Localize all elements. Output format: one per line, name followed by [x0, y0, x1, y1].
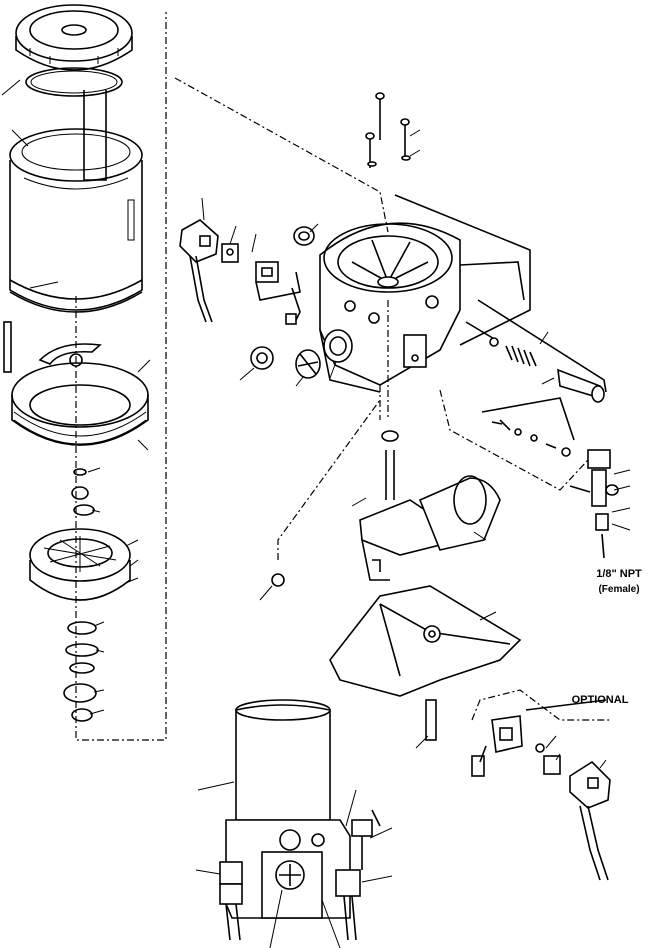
left-assembly-centerline [75, 12, 167, 741]
optional-kit-label: OPTIONAL [571, 694, 629, 706]
top-dashed-links [174, 77, 589, 560]
lower-seal-stack [63, 621, 99, 722]
follower-plate-assembly [11, 343, 149, 446]
dowel-pin [415, 699, 437, 749]
base-plate [329, 585, 522, 697]
pressure-relief-valve [239, 329, 353, 387]
mounting-bolts [365, 92, 421, 168]
left-leader-lines [1, 79, 151, 715]
gear-motor [359, 475, 501, 581]
pump-body [319, 194, 531, 393]
right-spring-assembly [465, 299, 607, 403]
reservoir-housing [9, 90, 143, 313]
small-hardware-stack [71, 468, 95, 516]
assembled-pump-unit [195, 699, 393, 948]
upper-fittings [293, 223, 319, 246]
cap-o-ring [25, 67, 123, 97]
fitting-thread-size-label: 1/8" NPT [596, 568, 642, 580]
side-rod [3, 321, 12, 373]
reservoir-cap [15, 4, 133, 71]
optional-connector-kit [471, 699, 611, 881]
dashed-hose-path [259, 573, 610, 721]
stirring-paddle-disc [29, 528, 131, 601]
check-valve-parts [481, 397, 575, 457]
drive-shaft [351, 430, 399, 507]
fitting-thread-type-label: (Female) [598, 584, 640, 595]
upper-electrical-connector [179, 197, 301, 325]
tee-outlet-fitting [569, 449, 631, 559]
